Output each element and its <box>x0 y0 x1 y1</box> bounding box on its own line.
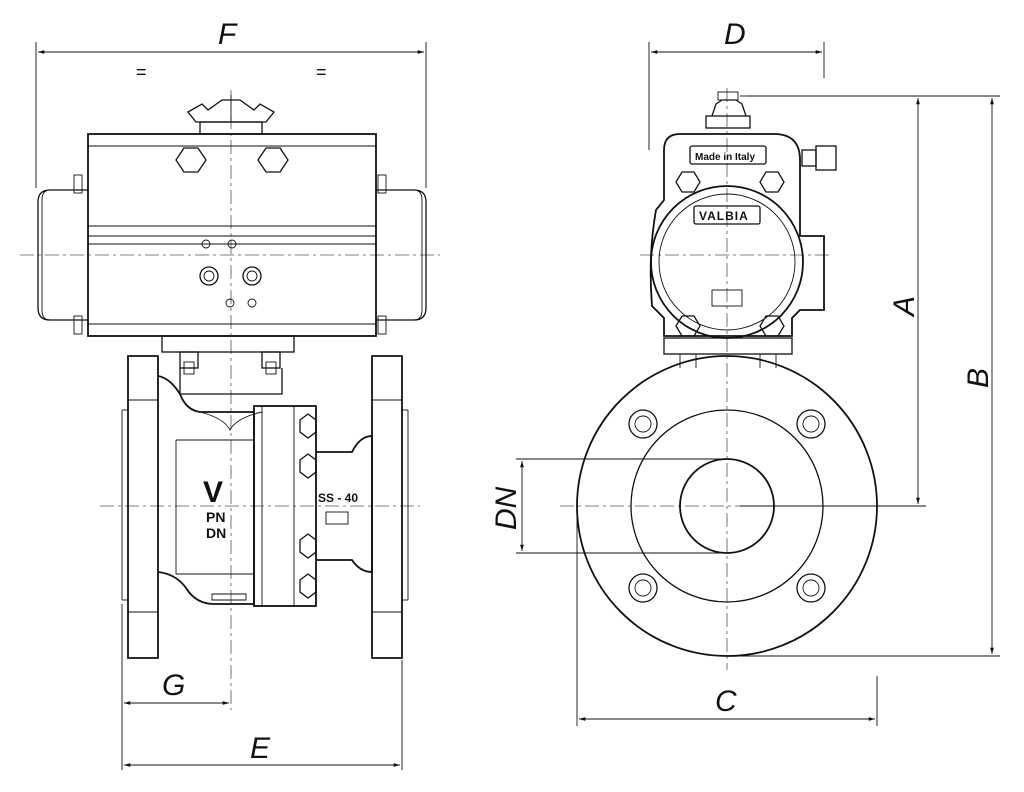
dimension-label-b: B <box>962 368 995 388</box>
flange-bolt-hole-bl <box>628 573 658 603</box>
body-right-flange <box>371 355 409 659</box>
hex-bolt-right <box>257 147 289 173</box>
side-actuator-housing <box>649 133 837 339</box>
dimension-g: G <box>121 604 229 770</box>
dimension-label-c: C <box>715 685 737 718</box>
body-marking-pn: PN <box>206 509 225 525</box>
side-view: Made in Italy VALBIA <box>490 18 1000 726</box>
dimension-d: D <box>648 18 825 150</box>
brand-label: VALBIA <box>699 209 749 223</box>
dimension-label-dn: DN <box>490 486 523 530</box>
dimension-label-d: D <box>724 18 746 51</box>
actuator-body <box>87 133 377 337</box>
dimension-a: A <box>740 95 1000 507</box>
side-position-indicator <box>705 91 752 129</box>
body-bolt-flange <box>253 405 317 607</box>
body-marking-material: SS - 40 <box>318 491 358 505</box>
window-slot <box>711 289 743 307</box>
dimension-dn: DN <box>490 458 727 554</box>
body-logo-v: V <box>203 476 223 509</box>
mounting-bracket <box>161 335 295 395</box>
dimension-c: C <box>576 506 878 726</box>
actuator-right-endcap <box>376 174 427 335</box>
flange-bolt-hole-br <box>796 573 826 603</box>
side-fitting <box>801 149 817 167</box>
dimension-label-f: F <box>218 18 238 51</box>
dimension-f: F = = <box>35 18 427 188</box>
body-marking-dn: DN <box>206 525 226 541</box>
dimension-e: E <box>124 660 403 770</box>
dimension-label-e: E <box>250 732 271 765</box>
side-mounting-bracket <box>663 337 793 368</box>
flange-bolt-hole-tl <box>628 409 658 439</box>
front-view: V PN DN SS - 40 F = = G E <box>20 18 440 770</box>
dimension-label-a: A <box>888 296 921 318</box>
dimension-label-g: G <box>162 669 185 702</box>
actuator-left-endcap <box>37 174 88 335</box>
equal-mark-left: = <box>136 62 147 82</box>
flange-bolt-hole-tr <box>796 409 826 439</box>
origin-label: Made in Italy <box>695 152 755 163</box>
equal-mark-right: = <box>316 62 327 82</box>
body-left-flange <box>121 355 159 659</box>
brand-plate <box>693 205 761 225</box>
dimension-b: B <box>727 98 1000 657</box>
origin-plate <box>689 145 767 165</box>
hex-bolt-left <box>175 147 207 173</box>
